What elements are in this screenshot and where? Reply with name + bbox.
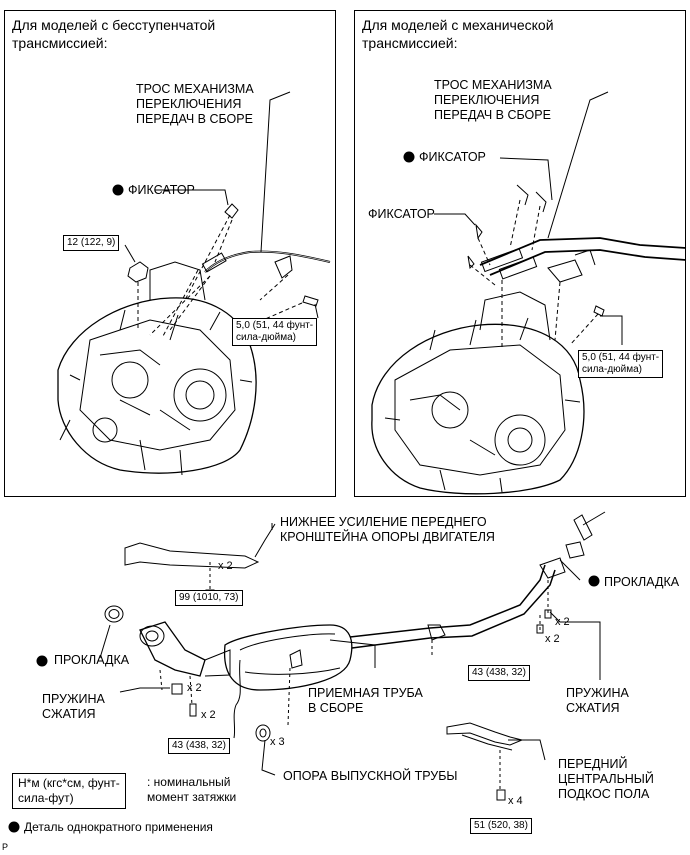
mt-transmission-drawing — [371, 291, 585, 495]
single-use-marker — [588, 575, 600, 587]
mt-retainer-label-2: ФИКСАТОР — [368, 207, 435, 221]
single-use-marker — [8, 821, 20, 833]
cvt-panel — [4, 10, 336, 497]
brace-label: НИЖНЕЕ УСИЛЕНИЕ ПЕРЕДНЕГО КРОНШТЕЙНА ОПО… — [280, 515, 495, 544]
cvt-torque-nut: 12 (122, 9) — [63, 235, 120, 251]
mt-cable-label: ТРОС МЕХАНИЗМА ПЕРЕКЛЮЧЕНИЯ ПЕРЕДАЧ В СБ… — [434, 78, 552, 122]
cvt-transmission-drawing — [57, 261, 257, 476]
right-torque: 43 (438, 32) — [468, 665, 530, 681]
legend-unit-desc: : номинальный момент затяжки — [147, 775, 237, 804]
floor-torque: 51 (520, 38) — [470, 818, 532, 834]
corner-mark: P — [2, 842, 9, 852]
support-qty: x 3 — [270, 736, 285, 748]
brace-torque: 99 (1010, 73) — [175, 590, 243, 606]
mt-panel-title: Для моделей с механической трансмиссией: — [362, 17, 554, 51]
right-qty-1: x 2 — [555, 616, 570, 628]
pipe-label: ПРИЕМНАЯ ТРУБА В СБОРЕ — [308, 686, 423, 715]
left-qty-2: x 2 — [201, 709, 216, 721]
legend-unit-box: Н*м (кгс*см, фунт- сила-фут) — [12, 773, 126, 809]
brace-qty: x 2 — [218, 560, 233, 572]
cvt-cable-label: ТРОС МЕХАНИЗМА ПЕРЕКЛЮЧЕНИЯ ПЕРЕДАЧ В СБ… — [136, 82, 254, 126]
cvt-cable-drawing — [127, 203, 331, 307]
cvt-torque-bolt: 5,0 (51, 44 фунт- сила-дюйма) — [232, 318, 318, 346]
single-use-marker — [403, 151, 415, 163]
front-pipe-drawing — [139, 511, 606, 691]
left-qty-1: x 2 — [187, 682, 202, 694]
right-qty-2: x 2 — [545, 633, 560, 645]
cvt-retainer-text: ФИКСАТОР — [128, 183, 195, 197]
exhaust-support-drawing — [255, 724, 271, 742]
mt-cables-drawing — [467, 184, 687, 317]
floor-brace-drawing — [446, 722, 524, 801]
legend-single-use: Деталь однократного применения — [24, 820, 213, 834]
mt-panel — [354, 10, 686, 497]
cvt-panel-title: Для моделей с бесступенчатой трансмиссие… — [12, 17, 216, 51]
floor-brace-label: ПЕРЕДНИЙ ЦЕНТРАЛЬНЫЙ ПОДКОС ПОЛА — [558, 757, 654, 801]
gasket-left-label: ПРОКЛАДКА — [54, 653, 130, 667]
single-use-marker — [112, 184, 124, 196]
gasket-right-label: ПРОКЛАДКА — [604, 575, 680, 589]
left-torque: 43 (438, 32) — [168, 738, 230, 754]
mt-torque-bolt: 5,0 (51, 44 фунт- сила-дюйма) — [578, 350, 664, 378]
spring-right-label: ПРУЖИНА СЖАТИЯ — [566, 686, 629, 715]
cvt-retainer-label: ФИКСАТОР — [128, 183, 195, 198]
gasket-left-drawing — [104, 605, 124, 623]
engine-brace-drawing — [124, 523, 276, 599]
single-use-marker — [36, 655, 48, 667]
mt-retainer-label-1: ФИКСАТОР — [419, 150, 486, 164]
support-label: ОПОРА ВЫПУСКНОЙ ТРУБЫ — [283, 769, 458, 783]
floor-qty: x 4 — [508, 795, 523, 807]
spring-left-label: ПРУЖИНА СЖАТИЯ — [42, 692, 105, 721]
